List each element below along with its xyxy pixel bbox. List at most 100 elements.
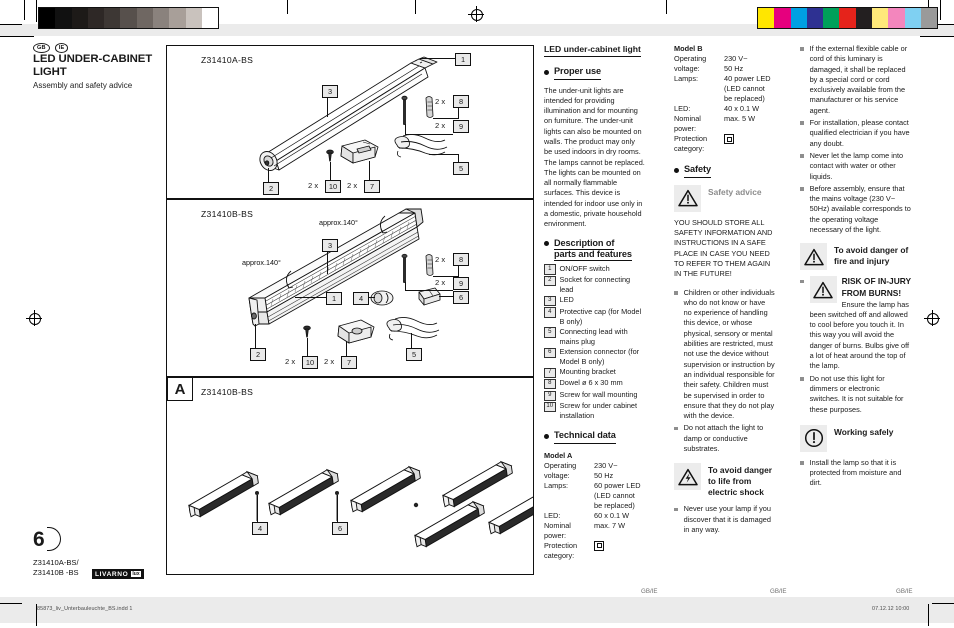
fire-injury-bullets: Do not use this light for dimmers or ele…: [800, 374, 912, 415]
page-number: 6: [33, 527, 45, 551]
warning-triangle-glyph: [813, 281, 833, 299]
callout-1: 1: [326, 292, 342, 305]
warning-triangle-glyph: [677, 190, 698, 207]
bullet-text: Never let the lamp come into contact wit…: [809, 150, 904, 181]
leader-line: [327, 250, 328, 274]
part-number: 8: [544, 379, 556, 390]
spec-row: LED:60 x 0.1 W: [544, 511, 645, 521]
text-column-1: LED under-cabinet light Proper use The u…: [544, 44, 645, 561]
bullet-square-icon: [800, 461, 804, 465]
callout-2: 2: [263, 182, 279, 195]
registration-target-icon: [468, 6, 484, 22]
warning-triangle-icon: [674, 184, 701, 212]
callout-8: 8: [453, 253, 469, 266]
crop-mark: [666, 0, 667, 14]
model-a-name: Model A: [544, 450, 573, 460]
qty-10: 2 x: [308, 181, 319, 190]
color-swatch: [920, 8, 938, 28]
section-description: Description of parts and features: [544, 237, 645, 262]
callout-3: 3: [322, 239, 338, 252]
grey-swatch: [136, 8, 154, 28]
callout-1: 1: [455, 53, 471, 66]
qty-7: 2 x: [324, 357, 335, 366]
callout-4: 4: [353, 292, 369, 305]
bullet-text: If the external flexible cable or cord o…: [809, 44, 908, 115]
section-description-line1: Description of: [554, 237, 615, 250]
spec-row: Protection category:: [544, 540, 645, 561]
spec-value: 60 x 0.1 W: [594, 510, 630, 520]
leader-line: [363, 297, 375, 298]
bullet-square-icon: [674, 290, 678, 295]
page-number-block: 6: [33, 527, 61, 551]
column-footer-1: GB/IE: [641, 588, 658, 595]
part-label: Screw for wall mounting: [559, 389, 638, 399]
bullet-item: Do not use this light for dimmers or ele…: [800, 374, 912, 415]
greyscale-calibration-bar: [38, 7, 220, 29]
model-codes: Z31410A-BS/ Z31410B -BS: [33, 558, 79, 577]
column-footer-3: GB/IE: [896, 588, 913, 595]
section-safety-label: Safety: [684, 164, 711, 178]
page-subtitle: Assembly and safety advice: [33, 81, 133, 90]
crop-mark: [940, 0, 941, 20]
working-safely-title: Working safely: [834, 426, 894, 437]
safety-advice-block: Safety advice: [674, 184, 775, 212]
electric-shock-glyph: [677, 468, 698, 486]
spec-row: Nominal power:max. 5 W: [674, 114, 775, 134]
electric-shock-bullets-col3: If the external flexible cable or cord o…: [800, 44, 912, 235]
spec-value: 40 power LED (LED cannot be replaced): [724, 74, 771, 104]
leader-line: [405, 290, 453, 291]
part-number: 1: [544, 264, 556, 275]
spec-key: Lamps:: [544, 480, 569, 490]
figure-panel-b: Z31410B-BS: [166, 199, 534, 377]
figure-b-code: Z31410B-BS: [201, 209, 254, 219]
burns-warning-block: RISK OF IN-JURY FROM BURNS! Ensure the l…: [800, 276, 912, 371]
callout-5: 5: [453, 162, 469, 175]
callout-6: 6: [453, 291, 469, 304]
bullet-item: For installation, please contact qualifi…: [800, 118, 912, 149]
part-number: 3: [544, 295, 556, 307]
color-swatch: [758, 8, 775, 28]
spec-key: Operating voltage:: [674, 54, 707, 74]
section-proper-use: Proper use: [544, 66, 645, 80]
spec-value: [724, 134, 775, 154]
callout-7: 7: [364, 180, 380, 193]
crop-mark: [0, 36, 34, 37]
bullet-dot-icon: [544, 241, 549, 247]
part-number: 9: [544, 390, 556, 401]
flag-gb: GB: [33, 43, 50, 53]
bullet-item: Before assembly, ensure that the mains v…: [800, 184, 912, 235]
spec-row: Lamps: 60 power LED (LED cannot be replac…: [544, 481, 645, 511]
leader-line: [433, 276, 459, 277]
crop-mark: [0, 603, 22, 604]
leader-line: [439, 296, 453, 297]
grey-swatch: [104, 8, 121, 28]
spec-key: Nominal power:: [544, 520, 571, 540]
leader-line: [429, 154, 459, 155]
color-swatch: [839, 8, 856, 28]
language-flags: GB IE: [33, 43, 69, 53]
spec-row: Lamps:40 power LED (LED cannot be replac…: [674, 74, 775, 104]
spec-key: Nominal power:: [674, 114, 701, 134]
electric-shock-block: To avoid danger to life from electric sh…: [674, 463, 775, 498]
callout-4: 4: [252, 522, 268, 535]
proper-use-body: The under-unit lights are intended for p…: [544, 85, 645, 229]
spec-value: 230 V~ 50 Hz: [724, 54, 748, 74]
bullet-dot-icon: [544, 69, 549, 75]
part-number: 4: [544, 307, 556, 318]
qty-10: 2 x: [285, 357, 296, 366]
callout-9: 9: [453, 120, 469, 133]
grey-swatch: [169, 8, 186, 28]
footer-filename: 85873_liv_Unterbauleuchte_BS.indd 1: [37, 606, 133, 612]
spec-value: 60 power LED (LED cannot be replaced): [594, 480, 641, 510]
leader-line: [420, 58, 457, 59]
qty-8: 2 x: [435, 255, 446, 264]
figure-panel-c: Z31410B-BS: [166, 377, 534, 575]
fire-injury-warning-icon: [800, 243, 827, 271]
page-title: LED UNDER-CABINET LIGHT: [33, 53, 153, 78]
part-label: Protective cap (for Model B only): [559, 306, 642, 326]
leader-line: [458, 154, 459, 164]
